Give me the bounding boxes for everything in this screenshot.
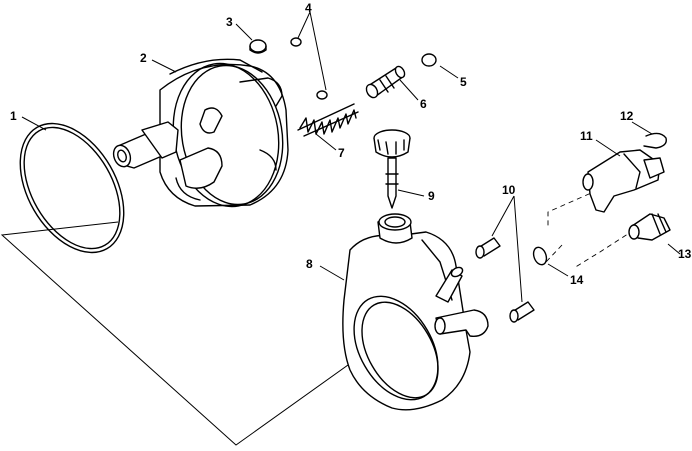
fitting-dashed-line-mid — [545, 244, 563, 263]
callout-9: 9 — [428, 189, 435, 203]
part-2-pump-body — [112, 58, 289, 208]
part-13-plug-fitting — [628, 213, 671, 241]
part-10-connectors — [475, 237, 535, 323]
callout-14: 14 — [570, 273, 584, 287]
part-12-clip — [643, 132, 667, 149]
callout-10: 10 — [502, 183, 516, 197]
callout-11: 11 — [580, 129, 593, 143]
part-6-fitting — [365, 65, 406, 99]
part-1-gasket-ring — [19, 122, 125, 254]
part-8-reservoir — [342, 213, 489, 411]
part-7-spring — [297, 103, 359, 137]
part-14-o-ring — [532, 246, 548, 266]
callout-13: 13 — [678, 247, 692, 261]
callout-2: 2 — [140, 51, 147, 65]
callout-6: 6 — [420, 97, 427, 111]
callout-7: 7 — [338, 146, 345, 160]
callout-3: 3 — [226, 15, 233, 29]
part-3-plug — [249, 39, 267, 54]
callout-12: 12 — [620, 109, 634, 123]
callout-5: 5 — [460, 75, 467, 89]
part-11-valve-body — [582, 149, 665, 213]
gasket-to-reservoir-line — [0, 221, 377, 446]
callout-8: 8 — [306, 257, 313, 271]
callout-4: 4 — [305, 1, 312, 15]
fitting-dashed-line-lower — [573, 229, 635, 269]
assembly-guide-lines — [0, 189, 635, 446]
part-9-cap-dipstick — [373, 129, 411, 209]
leader-lines — [21, 11, 681, 303]
part-4-o-rings — [290, 37, 328, 100]
callout-1: 1 — [10, 109, 17, 123]
part-5-o-ring — [421, 53, 437, 67]
callout-labels: 1 2 3 4 5 6 7 8 9 10 11 12 13 14 — [10, 1, 692, 287]
fitting-dashed-line-upper — [547, 189, 599, 228]
